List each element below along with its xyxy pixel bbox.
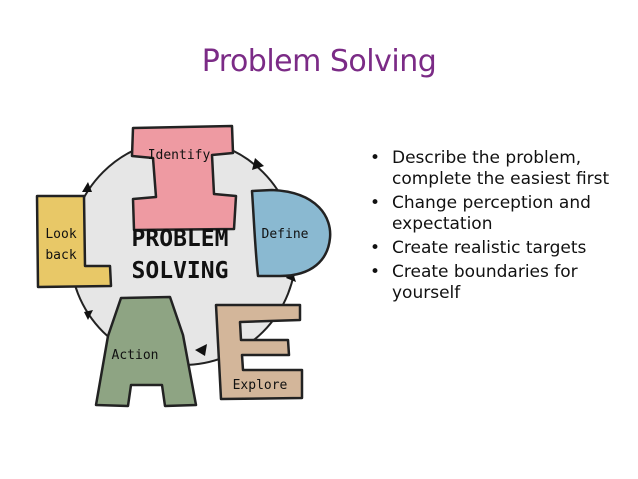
look-label-line2: back	[45, 248, 76, 263]
action-label: Action	[112, 348, 159, 363]
arrow-icon	[195, 344, 207, 356]
cycle-arrows	[82, 158, 296, 356]
arrow-icon	[82, 182, 92, 192]
arrow-icon	[252, 158, 264, 170]
look-label-line1: Look	[45, 227, 76, 242]
explore-block	[214, 303, 304, 401]
define-label: Define	[262, 227, 309, 242]
bullet-item: Create boundaries for yourself	[368, 262, 628, 304]
identify-block	[130, 124, 238, 232]
look-back-block	[35, 194, 113, 289]
bullet-list: Describe the problem, complete the easie…	[368, 148, 628, 307]
slide-title: Problem Solving	[201, 44, 437, 79]
center-label-line2: SOLVING	[132, 258, 229, 284]
bullet-item: Create realistic targets	[368, 238, 628, 259]
identify-label: Identify	[148, 148, 211, 163]
define-block	[250, 188, 332, 278]
bullet-item: Describe the problem, complete the easie…	[368, 148, 628, 190]
center-label-line1: PROBLEM	[132, 226, 229, 252]
explore-label: Explore	[233, 378, 288, 393]
bullet-item: Change perception and expectation	[368, 193, 628, 235]
arrow-icon	[84, 310, 93, 320]
action-block	[94, 295, 198, 408]
